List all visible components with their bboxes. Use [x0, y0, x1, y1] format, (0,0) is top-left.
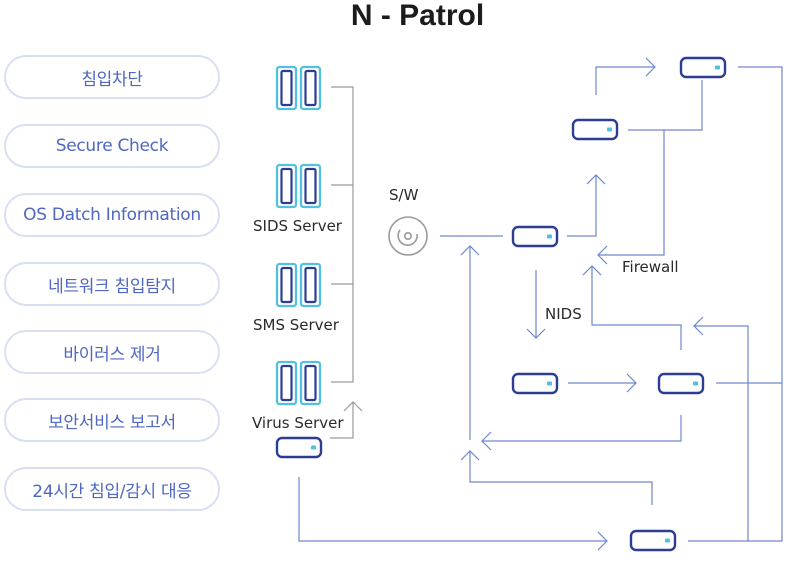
firewall-label: Firewall: [622, 258, 679, 276]
sids-server-icon: [275, 163, 322, 209]
server-connector-lines: [331, 86, 354, 383]
network-device-icon: [657, 372, 705, 395]
service-item-24h-monitoring: 24시간 침입/감시 대응: [4, 467, 220, 511]
server-tower-icon-1: [275, 65, 322, 111]
sms-server-label: SMS Server: [253, 316, 339, 334]
network-device-icon: [571, 118, 619, 141]
diagram-title: N - Patrol: [350, 0, 485, 32]
service-item-network-ids: 네트워크 침입탐지: [4, 262, 220, 306]
arrow-icon: [330, 401, 363, 439]
nids-label: NIDS: [545, 305, 582, 323]
network-device-icon: [511, 225, 559, 248]
service-item-virus-removal: 바이러스 제거: [4, 330, 220, 374]
network-device-icon: [511, 372, 559, 395]
network-device-icon: [275, 436, 323, 459]
network-device-icon: [629, 529, 677, 552]
service-item-secure-check: Secure Check: [4, 124, 220, 168]
sids-server-label: SIDS Server: [253, 217, 342, 235]
network-lines: [298, 57, 783, 551]
virus-server-label: Virus Server: [252, 414, 344, 432]
switch-label: S/W: [389, 186, 419, 204]
virus-server-icon: [275, 360, 322, 406]
switch-icon: [388, 216, 428, 256]
network-device-icon: [679, 56, 727, 79]
sms-server-icon: [275, 262, 322, 308]
service-item-security-report: 보안서비스 보고서: [4, 398, 220, 442]
service-item-intrusion-block: 침입차단: [4, 55, 220, 99]
service-item-os-patch-info: OS Datch Information: [4, 193, 220, 237]
